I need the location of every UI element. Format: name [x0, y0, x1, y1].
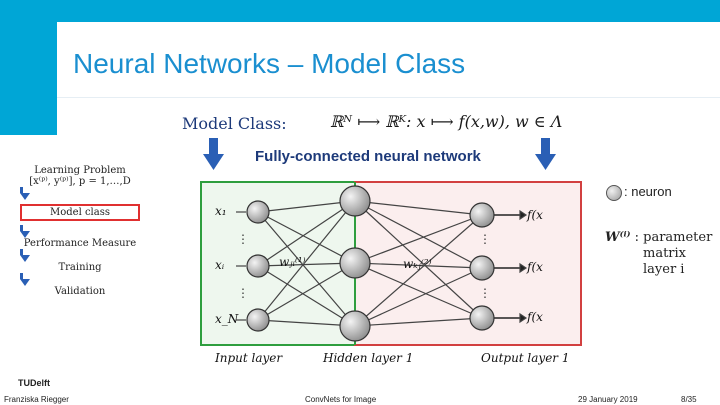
edge-h-2-out-0 [354, 214, 483, 327]
hidden-neuron-1 [339, 247, 371, 279]
output-arrow-head-1 [519, 262, 528, 274]
edge-h-0-out-1 [354, 200, 483, 269]
output-dots-1: ⋮ [479, 232, 491, 246]
edge-in-1-h-0 [257, 200, 356, 267]
fully-connected-label: Fully-connected neural network [255, 148, 481, 165]
input-dots-2: ⋮ [237, 286, 249, 300]
neuron-legend-label: : neuron [624, 184, 672, 199]
top-accent-bar [0, 0, 720, 22]
edge-h-1-out-1 [354, 262, 483, 269]
footer-date: 29 January 2019 [578, 395, 638, 404]
edge-in-2-h-1 [257, 262, 356, 321]
edge-h-0-out-0 [354, 200, 483, 216]
layer-label-input: Input layer [214, 351, 283, 365]
edge-h-2-out-2 [354, 317, 483, 327]
edge-in-1-h-2 [257, 265, 356, 327]
footer-course: ConvNets for Image [305, 395, 377, 404]
input-label-i: xᵢ [215, 258, 225, 272]
input-neuron-0 [246, 200, 270, 224]
edge-in-0-h-2 [257, 211, 356, 327]
edge-in-0-h-1 [257, 211, 356, 264]
model-class-label: Model Class: [182, 114, 287, 133]
flow-learning-data: [x⁽ᵖ⁾, y⁽ᵖ⁾], p = 1,…,D [29, 176, 131, 187]
input-dots-1: ⋮ [237, 232, 249, 246]
edge-h-0-out-2 [354, 200, 483, 319]
output-label-3: f(x [526, 310, 543, 324]
hidden-neuron-2 [339, 310, 371, 342]
edge-h-1-out-0 [354, 214, 483, 264]
flow-arrow-3 [20, 255, 30, 262]
left-accent-bar [0, 22, 57, 135]
weight-legend-symbol: W⁽ⁱ⁾ [605, 230, 631, 245]
flow-training: Training [58, 262, 102, 273]
output-label-2: f(x [526, 260, 543, 274]
edge-h-1-out-2 [354, 262, 483, 319]
title-divider [57, 97, 720, 98]
output-dots-2: ⋮ [479, 286, 491, 300]
layer-label-output: Output layer 1 [481, 351, 570, 365]
flow-arrow-4 [20, 279, 30, 286]
slide-title: Neural Networks – Model Class [73, 48, 466, 79]
flow-performance: Performance Measure [23, 238, 137, 249]
output-arrow-head-2 [519, 312, 528, 324]
edge-h-2-out-1 [354, 267, 483, 327]
model-class-formula: ℝᴺ ⟼ ℝᴷ: x ⟼ f(x,w), w ∈ Λ [330, 112, 563, 131]
flow-model-class: Model class [20, 204, 140, 221]
output-neuron-0 [469, 202, 495, 228]
tudelft-logo: TUDelft [18, 378, 50, 388]
weight-legend-line-1: : parameter [634, 230, 713, 245]
input-label-n: x_N [215, 312, 239, 326]
footer-author: Franziska Riegger [4, 395, 69, 404]
output-region-box [354, 181, 582, 346]
flow-learning-problem: Learning Problem [34, 165, 126, 176]
layer-label-hidden: Hidden layer 1 [322, 351, 413, 365]
output-neuron-2 [469, 305, 495, 331]
flow-arrow-stem-3 [20, 249, 23, 255]
edge-in-1-h-1 [257, 262, 356, 267]
input-neuron-1 [246, 254, 270, 278]
input-label-1: x₁ [215, 204, 227, 218]
weight-legend-line-2: matrix [643, 246, 687, 261]
edge-in-2-h-0 [257, 200, 356, 321]
weight-legend: W⁽ⁱ⁾ : parameter matrix layer i [605, 230, 712, 278]
weight-label-1: wⱼᵢ⁽¹⁾ [279, 255, 306, 269]
footer-page: 8/35 [681, 395, 697, 404]
neuron-legend-icon [606, 185, 622, 201]
output-label-1: f(x [526, 208, 543, 222]
output-neuron-1 [469, 255, 495, 281]
weight-legend-line-3: layer i [643, 262, 685, 277]
hidden-neuron-0 [339, 185, 371, 217]
edge-in-2-h-2 [257, 319, 356, 327]
flow-validation: Validation [54, 286, 106, 297]
input-neuron-2 [246, 308, 270, 332]
flow-arrow-2 [20, 231, 30, 238]
flow-arrow-1 [20, 193, 30, 200]
weight-label-2: wₖⱼ⁽²⁾ [403, 257, 432, 271]
flow-arrow-stem-1 [20, 187, 23, 193]
flow-arrow-stem-2 [20, 225, 23, 231]
edge-in-0-h-0 [257, 200, 356, 213]
output-arrow-head-0 [519, 209, 528, 221]
learning-flow: Learning Problem [x⁽ᵖ⁾, y⁽ᵖ⁾], p = 1,…,D… [20, 165, 140, 297]
flow-arrow-stem-4 [20, 273, 23, 279]
